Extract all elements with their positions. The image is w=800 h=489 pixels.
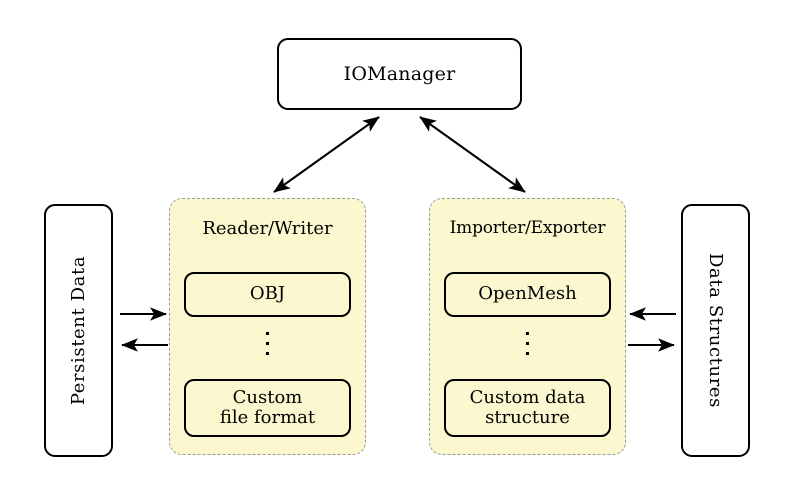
ellipsis-dot — [266, 352, 269, 355]
node-persistent-data[interactable]: Persistent Data — [44, 204, 113, 457]
node-obj-label: OBJ — [249, 283, 286, 305]
node-iomanager-label: IOManager — [343, 63, 456, 85]
node-openmesh-label: OpenMesh — [478, 283, 577, 305]
node-custom-data-structure[interactable]: Custom data structure — [444, 379, 611, 437]
ellipsis-dot — [526, 332, 529, 335]
node-openmesh[interactable]: OpenMesh — [444, 272, 611, 317]
connector-manager-reader-writer — [273, 116, 380, 193]
node-custom-file-format-label-line2: file format — [219, 407, 316, 428]
ellipsis-dot — [266, 332, 269, 335]
node-custom-file-format[interactable]: Custom file format — [184, 379, 351, 437]
group-importer-exporter-title: Importer/Exporter — [449, 218, 606, 238]
ellipsis-dot — [266, 342, 269, 345]
node-obj[interactable]: OBJ — [184, 272, 351, 317]
connector-manager-importer-exporter — [419, 116, 526, 193]
node-custom-data-structure-label-line1: Custom data — [469, 386, 586, 408]
node-data-structures-label: Data Structures — [705, 252, 727, 409]
node-custom-data-structure-label-line2: structure — [485, 407, 570, 428]
ellipsis-reader-writer — [170, 332, 365, 355]
group-reader-writer[interactable]: Reader/Writer OBJ Custom file format — [169, 198, 366, 455]
ellipsis-dot — [526, 352, 529, 355]
node-iomanager[interactable]: IOManager — [277, 38, 522, 110]
group-importer-exporter[interactable]: Importer/Exporter OpenMesh Custom data s… — [429, 198, 626, 455]
node-custom-file-format-label-line1: Custom — [232, 386, 303, 408]
group-reader-writer-title: Reader/Writer — [202, 218, 333, 239]
ellipsis-dot — [526, 342, 529, 345]
node-persistent-data-label: Persistent Data — [68, 255, 90, 406]
node-data-structures[interactable]: Data Structures — [681, 204, 750, 457]
ellipsis-importer-exporter — [430, 332, 625, 355]
